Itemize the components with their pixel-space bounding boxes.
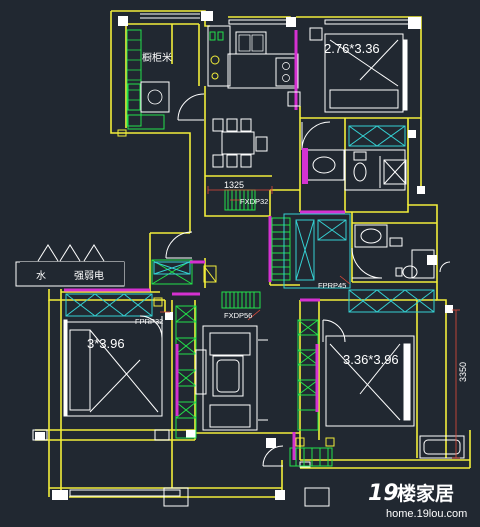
dimension-corridor: 1325 bbox=[224, 180, 244, 190]
utility-power-label: 强弱电 bbox=[74, 269, 104, 282]
wall-posts bbox=[35, 11, 453, 500]
bedroom-left bbox=[37, 244, 163, 417]
watermark-url: home.19lou.com bbox=[386, 508, 467, 520]
accent-lines bbox=[64, 210, 345, 460]
utility-water-label: 水 bbox=[36, 270, 46, 282]
equip-code-fp-left: FPRP32 bbox=[135, 317, 163, 326]
room-label-top-right: 2.76*3.36 bbox=[324, 41, 380, 56]
equip-code-fx-upper: FXDP32 bbox=[240, 197, 268, 206]
dining bbox=[177, 93, 268, 168]
hvac-units bbox=[65, 125, 435, 317]
watermark: 19 楼家居 home.19lou.com bbox=[368, 481, 467, 520]
dimension-right: 3350 bbox=[458, 362, 468, 382]
bedroom-top-right bbox=[301, 27, 408, 151]
bathroom-upper bbox=[302, 148, 407, 191]
bathroom-right bbox=[351, 224, 435, 279]
equip-code-fx-lower: FXDP56 bbox=[224, 311, 252, 320]
duct-cabinets bbox=[127, 83, 333, 467]
utility-panel-inner bbox=[20, 262, 124, 286]
kitchen: 橱柜米 bbox=[126, 25, 301, 130]
dimension-lines bbox=[160, 186, 460, 459]
watermark-name: 楼家居 bbox=[397, 482, 454, 505]
watermark-number: 19 bbox=[368, 481, 399, 506]
equip-code-fp-right: FPRP45 bbox=[318, 281, 346, 290]
living-room bbox=[195, 325, 268, 431]
windows bbox=[15, 13, 421, 507]
bedroom-bottom-right bbox=[325, 335, 465, 459]
misc-fixtures bbox=[117, 129, 335, 447]
kitchen-label: 橱柜米 bbox=[142, 51, 172, 64]
room-label-left: 3*3.96 bbox=[87, 336, 125, 351]
duct-cyan bbox=[153, 213, 351, 289]
room-label-bottom-right: 3.36*3.96 bbox=[343, 352, 399, 367]
